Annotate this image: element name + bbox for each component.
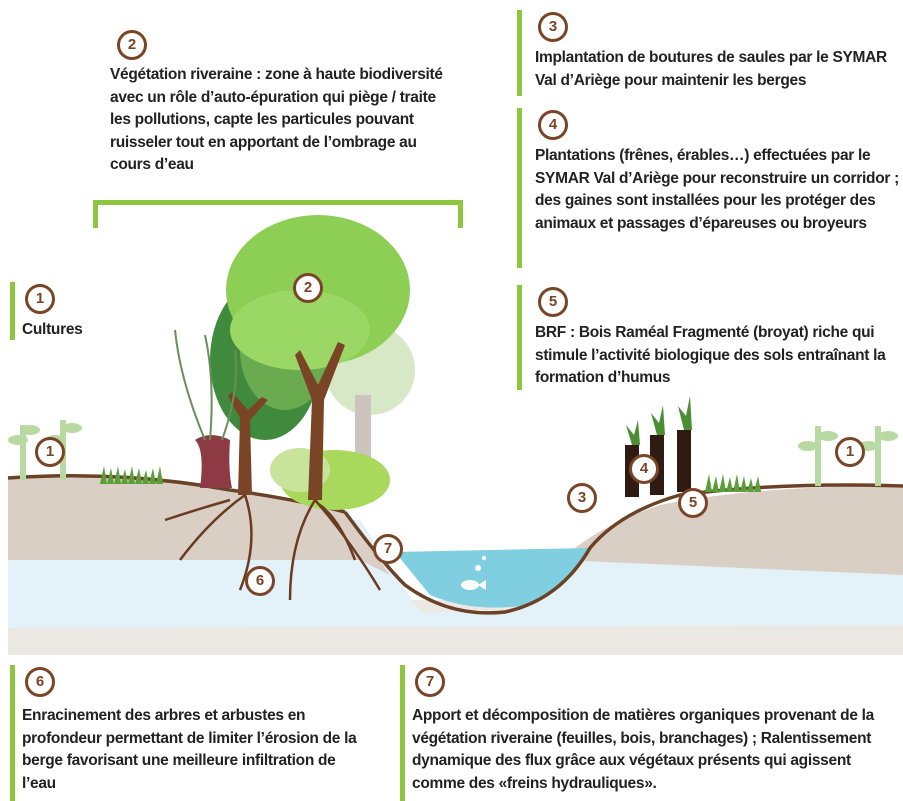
note-7: 7 Apport et décomposition de matières or… (400, 665, 903, 801)
note-6: 6 Enracinement des arbres et arbustes en… (10, 665, 390, 801)
marker-1-right: 1 (835, 437, 865, 467)
marker-5: 5 (678, 488, 708, 518)
right-bank-soil (560, 485, 903, 580)
left-tree-trunk (228, 392, 268, 495)
willow-trunk (195, 435, 232, 488)
note-7-number: 7 (415, 667, 445, 697)
note-4-number: 4 (538, 110, 568, 140)
note-5-text: BRF : Bois Raméal Fragmenté (broyat) ric… (535, 324, 886, 386)
tree-guard (677, 430, 691, 492)
vegetation-bracket (93, 200, 463, 228)
note-1-number: 1 (25, 284, 55, 314)
tree-roots (164, 493, 382, 601)
marker-4: 4 (629, 454, 659, 484)
note-6-text: Enracinement des arbres et arbustes en p… (22, 707, 357, 792)
note-4: 4 Plantations (frênes, érables…) effectu… (517, 108, 903, 270)
marker-3: 3 (567, 483, 597, 513)
note-5-number: 5 (538, 287, 568, 317)
note-1: 1 Cultures (10, 282, 130, 342)
right-groundwater (520, 560, 903, 612)
note-3: 3 Implantation de boutures de saules par… (517, 10, 903, 98)
marker-1-left: 1 (35, 437, 65, 467)
bubble (475, 565, 481, 571)
big-tree-trunk (295, 342, 345, 500)
note-7-accent-bar (400, 665, 405, 801)
note-6-number: 6 (25, 667, 55, 697)
note-5: 5 BRF : Bois Raméal Fragmenté (broyat) r… (517, 285, 903, 393)
bubble (481, 555, 487, 561)
note-4-text: Plantations (frênes, érables…) effectuée… (535, 147, 899, 232)
note-3-text: Implantation de boutures de saules par l… (535, 49, 887, 89)
seedlings (626, 396, 692, 445)
grass (705, 474, 761, 492)
note-2: 2 Végétation riveraine : zone à haute bi… (110, 30, 470, 230)
marker-6: 6 (245, 566, 275, 596)
fish-tail (478, 580, 486, 590)
note-2-text: Végétation riveraine : zone à haute biod… (110, 66, 443, 173)
marker-7: 7 (373, 534, 403, 564)
willow-branches (174, 329, 238, 441)
note-4-accent-bar (517, 108, 522, 268)
grass (100, 466, 163, 484)
fish (461, 580, 479, 590)
marker-2: 2 (293, 273, 323, 303)
note-2-number: 2 (117, 30, 147, 60)
note-3-accent-bar (517, 10, 522, 96)
crops-right (798, 426, 898, 486)
river-water (395, 548, 590, 608)
note-3-number: 3 (538, 12, 568, 42)
note-1-text: Cultures (22, 321, 83, 338)
note-7-text: Apport et décomposition de matières orga… (412, 707, 874, 792)
note-1-accent-bar (10, 282, 15, 340)
note-5-accent-bar (517, 285, 522, 390)
note-6-accent-bar (10, 665, 15, 801)
